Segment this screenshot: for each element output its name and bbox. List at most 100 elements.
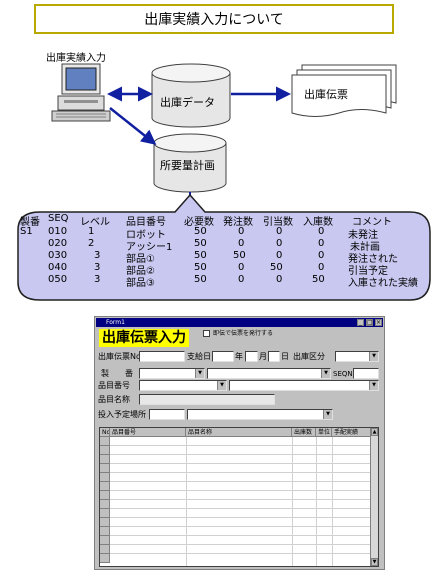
chevron-down-icon[interactable]: ▼ bbox=[321, 369, 330, 378]
grid-row-header[interactable] bbox=[100, 446, 110, 455]
grid-line bbox=[110, 463, 370, 464]
seq-no-input[interactable] bbox=[353, 368, 379, 379]
table-header: 必要数 bbox=[184, 217, 214, 228]
grid-line bbox=[110, 481, 370, 482]
grid-row-header[interactable] bbox=[100, 455, 110, 464]
grid-line bbox=[110, 517, 370, 518]
window-titlebar: Form1 _ □ × bbox=[96, 318, 383, 327]
grid-line bbox=[110, 508, 370, 509]
seiban-label: 製 番 bbox=[101, 369, 133, 378]
chevron-down-icon[interactable]: ▼ bbox=[217, 381, 226, 390]
hinmoku-meisho-field bbox=[139, 394, 275, 405]
db-shukko-label: 出庫データ bbox=[160, 96, 215, 109]
grid-line bbox=[110, 526, 370, 527]
grid-line bbox=[186, 437, 187, 566]
grid-line bbox=[292, 437, 293, 566]
minimize-button[interactable]: _ bbox=[357, 319, 364, 326]
chevron-down-icon[interactable]: ▼ bbox=[323, 410, 332, 419]
day-input[interactable] bbox=[268, 351, 280, 362]
shukko-kubun-select[interactable]: ▼ bbox=[335, 351, 379, 362]
grid-row-header[interactable] bbox=[100, 482, 110, 491]
seiban-name-select[interactable]: ▼ bbox=[207, 368, 331, 379]
grid-row-header[interactable] bbox=[100, 491, 110, 500]
hinmoku-bango-select[interactable]: ▼ bbox=[139, 380, 227, 391]
sokuden-checkbox-label: 即伝で伝票を発行する bbox=[213, 330, 274, 337]
table-header: 入庫数 bbox=[303, 217, 333, 228]
flow-diagram bbox=[17, 63, 431, 301]
grid-line bbox=[110, 553, 370, 554]
seiban-select[interactable]: ▼ bbox=[139, 368, 205, 379]
table-header: 引当数 bbox=[263, 217, 293, 228]
month-input[interactable] bbox=[245, 351, 258, 362]
grid-line bbox=[316, 437, 317, 566]
grid-header-shukko-su: 出庫数 bbox=[292, 428, 316, 437]
chevron-down-icon[interactable]: ▼ bbox=[195, 369, 204, 378]
grid-line bbox=[110, 499, 370, 500]
year-label: 年 bbox=[235, 352, 243, 361]
denpyo-no-label: 出庫伝票No bbox=[98, 352, 141, 361]
grid-scrollbar[interactable]: ▲ ▼ bbox=[370, 428, 378, 566]
grid-header-hinmoku-meisho: 品目名称 bbox=[186, 428, 292, 437]
year-input[interactable] bbox=[212, 351, 234, 362]
db-shoyou-label: 所要量計画 bbox=[160, 159, 215, 172]
tonyu-basho-select[interactable]: ▼ bbox=[187, 409, 333, 420]
grid-row-header[interactable] bbox=[100, 500, 110, 509]
grid-line bbox=[110, 535, 370, 536]
grid-line bbox=[332, 437, 333, 566]
form-window: Form1 _ □ × 出庫伝票入力 即伝で伝票を発行する 出庫伝票No 支給日… bbox=[94, 316, 385, 570]
month-label: 月 bbox=[259, 352, 267, 361]
detail-grid[interactable]: No 品目番号 品目名称 出庫数 単位 手配実績 bbox=[99, 427, 379, 567]
hinmoku-meisho-label: 品目名称 bbox=[98, 395, 130, 404]
form-big-title: 出庫伝票入力 bbox=[99, 329, 189, 347]
close-button[interactable]: × bbox=[375, 319, 382, 326]
diagram-title-box: 出庫実績入力について bbox=[34, 4, 394, 34]
window-title: Form1 bbox=[106, 319, 125, 326]
chevron-down-icon[interactable]: ▼ bbox=[369, 352, 378, 361]
sokuden-checkbox[interactable] bbox=[203, 330, 210, 337]
grid-row-header[interactable] bbox=[100, 545, 110, 554]
hinmoku-bango-label: 品目番号 bbox=[98, 381, 130, 390]
table-header: 品目番号 bbox=[126, 217, 166, 228]
chevron-down-icon[interactable]: ▼ bbox=[369, 381, 378, 390]
diagram-title: 出庫実績入力について bbox=[144, 12, 284, 28]
computer-icon bbox=[51, 63, 111, 122]
grid-row-header[interactable] bbox=[100, 518, 110, 527]
grid-row-header[interactable] bbox=[100, 527, 110, 536]
scroll-up-icon[interactable]: ▲ bbox=[371, 428, 378, 436]
table-header: 製番 bbox=[20, 217, 40, 228]
database-shukko-icon bbox=[151, 63, 231, 128]
grid-header-hinmoku-bango: 品目番号 bbox=[110, 428, 186, 437]
tonyu-basho-code-input[interactable] bbox=[149, 409, 185, 420]
table-header: 発注数 bbox=[223, 217, 253, 228]
maximize-button[interactable]: □ bbox=[366, 319, 373, 326]
grid-line bbox=[110, 544, 370, 545]
grid-line bbox=[110, 454, 370, 455]
tonyu-basho-label: 投入予定場所 bbox=[98, 410, 146, 419]
grid-row-header[interactable] bbox=[100, 464, 110, 473]
grid-row-header[interactable] bbox=[100, 554, 110, 563]
grid-row-header[interactable] bbox=[100, 509, 110, 518]
seq-no-label: SEQNo bbox=[333, 370, 357, 378]
grid-line bbox=[110, 490, 370, 491]
table-header: SEQ bbox=[48, 213, 69, 224]
grid-row-header[interactable] bbox=[100, 437, 110, 446]
grid-line bbox=[110, 445, 370, 446]
table-header: コメント bbox=[352, 217, 392, 228]
grid-header-tani: 単位 bbox=[316, 428, 332, 437]
scroll-down-icon[interactable]: ▼ bbox=[371, 558, 378, 566]
table-header: レベル bbox=[80, 217, 110, 228]
hinmoku-name-select[interactable]: ▼ bbox=[229, 380, 379, 391]
grid-row-header[interactable] bbox=[100, 536, 110, 545]
shukko-kubun-label: 出庫区分 bbox=[293, 352, 325, 361]
documents-icon bbox=[291, 64, 397, 117]
grid-header-no: No bbox=[100, 428, 110, 437]
denpyo-no-input[interactable] bbox=[139, 351, 185, 362]
terminal-label: 出庫実績入力 bbox=[46, 53, 106, 64]
grid-line bbox=[110, 472, 370, 473]
table-bubble bbox=[17, 193, 431, 301]
denpyo-label: 出庫伝票 bbox=[304, 88, 348, 101]
status-table: 製番 SEQ レベル 品目番号 必要数 発注数 引当数 入庫数 コメント S1 … bbox=[20, 213, 418, 289]
grid-row-header[interactable] bbox=[100, 473, 110, 482]
shikyu-bi-label: 支給日 bbox=[187, 352, 211, 361]
arrow-terminal-shoyou bbox=[109, 107, 157, 145]
